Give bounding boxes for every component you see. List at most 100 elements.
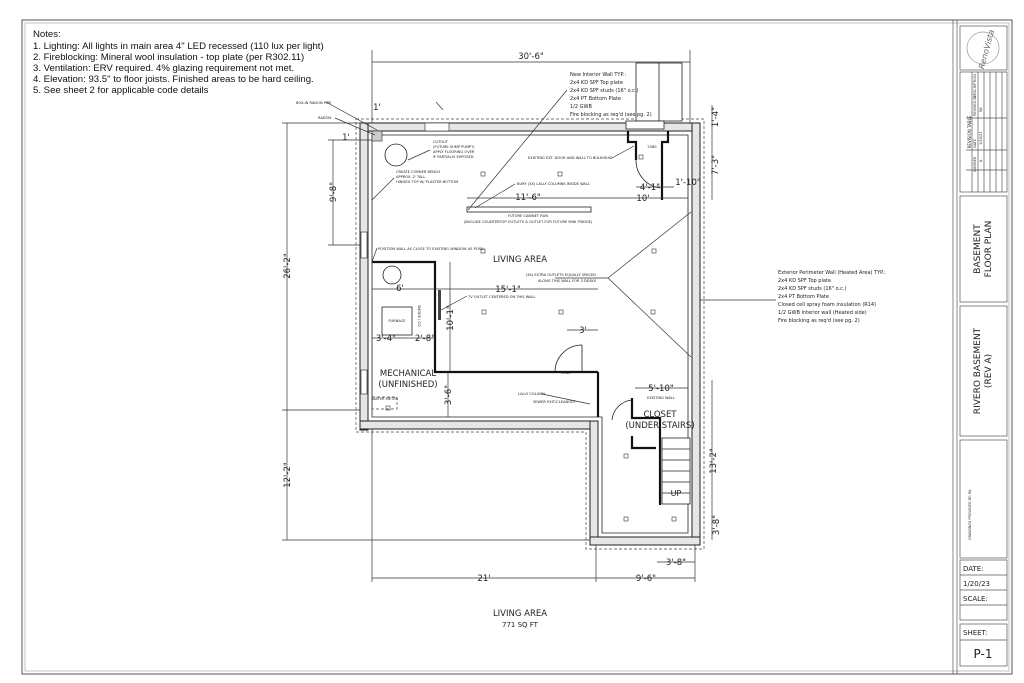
interior-wall-note: 2x4 PT Bottom Plate — [570, 96, 621, 102]
cabinet-note: (INCLUDE COUNTERTOP OUTLETS & OUTLET FOR… — [464, 220, 593, 224]
exterior-walls — [359, 122, 701, 546]
project-name: (REV A) — [984, 354, 994, 388]
revision-table-title: REVISION TABLE — [967, 115, 972, 148]
revision-header: DATE — [973, 139, 977, 148]
outlets-note: ALONG THIS WALL FOR 3 DESKS — [538, 279, 597, 283]
dim-right-small: 3'-8" — [712, 515, 722, 535]
dim-furnace-right: 2'-8" — [415, 334, 435, 344]
furnace — [381, 306, 413, 336]
door-tag: 2560 — [647, 145, 657, 149]
cutout-note: APPLY FLOORING OVER — [433, 150, 475, 154]
sheet-title: FLOOR PLAN — [984, 221, 994, 278]
water-heater — [382, 265, 402, 285]
room-mechanical: MECHANICAL — [380, 369, 436, 379]
dim-door: 3' — [579, 326, 587, 336]
date-label: DATE: — [963, 565, 984, 573]
sheet-number: P-1 — [974, 647, 993, 661]
room-mechanical: (UNFINISHED) — [378, 380, 437, 390]
exterior-wall-note: Fire blocking as req'd (see pg. 2) — [778, 318, 860, 324]
tv-wall-panel — [438, 290, 441, 320]
cutout-note: CUTOUT — [433, 140, 449, 144]
note-2: 2. Fireblocking: Mineral wool insulation… — [33, 52, 304, 63]
interior-wall-note: New Interior Wall TYP.: — [570, 72, 626, 78]
notes-title: Notes: — [33, 29, 61, 40]
water-meter — [371, 396, 398, 410]
notes-block: Notes: 1. Lighting: All lights in main a… — [33, 29, 324, 96]
recessed-lights — [385, 154, 677, 522]
revision-header: DESCRIPTION — [973, 74, 977, 98]
revision-header: NUMBER — [973, 156, 977, 172]
fridge — [625, 62, 683, 130]
area-value: 771 SQ FT — [502, 621, 539, 629]
exterior-wall-note: Closed cell spray foam insulation (R14) — [778, 302, 876, 308]
note-4: 4. Elevation: 93.5" to floor joists. Fin… — [33, 74, 314, 85]
exterior-wall-note: 2x4 KD SPF studs (16" o.c.) — [778, 286, 846, 292]
dim-top: 30'-6" — [518, 52, 544, 62]
exterior-wall-note: 2x4 KD SPF Top plate — [778, 278, 831, 284]
project-name: RIVERO BASEMENT — [973, 327, 983, 414]
dim-right-lower: 13'-2" — [709, 448, 719, 474]
room-closet: (UNDER STAIRS) — [625, 421, 694, 431]
interior-wall-note: 2x4 KD SPF studs (16" o.c.) — [570, 88, 638, 94]
radon-pipe-note: BOX-IN RADON PIPE — [296, 101, 332, 105]
dim-cabinet-right: 10' — [636, 194, 649, 204]
revision-date: 1/20/23 — [979, 132, 983, 146]
dim-cabinet: 11'-6" — [515, 193, 541, 203]
room-living-area: LIVING AREA — [493, 255, 547, 265]
dim-bottom-small: 3'-8" — [666, 558, 686, 568]
window — [424, 122, 450, 132]
revision-header: REVISED BY — [973, 94, 977, 116]
cabinet-run — [466, 206, 592, 213]
company-logo: RenoVista — [977, 29, 996, 70]
bench-note: CREATE CORNER BENCH — [396, 170, 440, 174]
position-wall-note: POSITION WALL AS CLOSE TO EXISTING WINDO… — [378, 247, 484, 251]
dim-right-upper: 7'-3" — [711, 155, 721, 175]
dim-left-total: 26'-2" — [283, 253, 293, 279]
dim-closet-width: 5'-10" — [648, 384, 674, 394]
stairs-up-label: UP — [671, 489, 682, 498]
note-3: 3. Ventilation: ERV required. 4% glazing… — [33, 63, 294, 74]
bench-note: APPROX. 2' TALL — [396, 175, 425, 179]
revision-number: A — [979, 159, 983, 162]
date-value: 1/20/23 — [963, 580, 990, 588]
dim-living-width: 15'-1" — [495, 285, 521, 295]
door-swing — [554, 344, 583, 373]
sump-cutout — [384, 143, 408, 167]
radon-pipe-box — [371, 130, 383, 142]
exterior-wall-note: 1/2 GWB Interior wall (Heated side) — [778, 310, 867, 316]
door-tag: 2560 — [561, 371, 571, 375]
sheet-border — [21, 19, 1013, 675]
sheet-title: BASEMENT — [973, 224, 983, 274]
dim-furnace-left: 3'-4" — [376, 334, 396, 344]
door-swing — [611, 399, 633, 421]
dim-radon-h: 1' — [342, 133, 350, 143]
interior-walls — [372, 131, 670, 505]
dim-left-upper: 9'-8" — [329, 182, 339, 202]
cabinet-note: FUTURE CABINET RUN — [508, 214, 548, 218]
dim-door-width: 1'-10" — [675, 178, 701, 188]
cutout-note: IF PARTIALLY EXPOSED — [433, 155, 474, 159]
existing-wall-label: EXISTING WALL — [647, 396, 675, 400]
furnace-label: FURNACE — [388, 319, 406, 323]
dim-right-top: 1'-4" — [711, 107, 721, 127]
room-closet: CLOSET — [643, 410, 677, 420]
drawn-by: DRAWINGS PROVIDED BY: RA — [968, 489, 972, 540]
revision-by: RA — [979, 107, 983, 112]
dimension-lines — [282, 50, 713, 582]
radon-note: RADON — [318, 116, 331, 120]
tv-outlet-note: TV OUTLET CENTERED ON THIS WALL — [467, 295, 536, 299]
outlets-note: (3X) EXTRA OUTLETS EQUALLY SPACED — [526, 273, 597, 277]
dim-mech-lower: 3'-6" — [444, 385, 454, 405]
title-block — [952, 20, 1008, 674]
bench-note: HINGED TOP W/ PLASTER BOTTOM — [396, 180, 458, 184]
dim-wall-height: 10'-1" — [446, 305, 456, 331]
interior-wall-note: 1/2 GWB — [570, 104, 592, 110]
note-5: 5. See sheet 2 for applicable code detai… — [33, 85, 209, 96]
note-1: 1. Lighting: All lights in main area 4" … — [33, 41, 324, 52]
window — [360, 369, 368, 395]
dim-bottom-right: 9'-6" — [636, 574, 656, 584]
lally-column-label: LALLY COLUMN — [518, 392, 545, 396]
dim-radon-w: 1' — [373, 103, 381, 113]
dim-door-offset: 4'-1" — [640, 183, 660, 193]
